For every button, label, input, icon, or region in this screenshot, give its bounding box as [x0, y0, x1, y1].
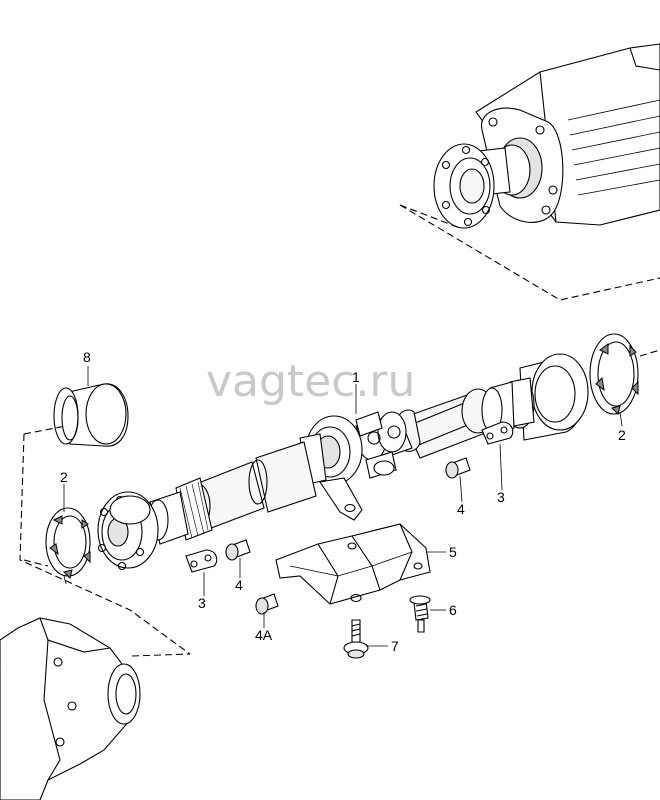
part-2-ring-left	[45, 507, 91, 579]
callout-4-left: 4	[235, 577, 243, 593]
callout-3-right: 3	[497, 489, 505, 505]
callout-5: 5	[449, 544, 457, 560]
callout-2-left: 2	[60, 469, 68, 485]
transmission-housing	[433, 43, 660, 229]
callout-1: 1	[352, 369, 360, 385]
propshaft-assembly	[97, 353, 589, 571]
part-7-screw	[343, 619, 369, 659]
part-6-clip	[409, 595, 431, 633]
part-4A-bolt	[255, 593, 279, 615]
callout-4-right: 4	[457, 501, 465, 517]
watermark-text: vagtec.ru	[206, 356, 415, 407]
part-3-clamp-right	[481, 421, 514, 445]
part-8-sleeve	[53, 383, 129, 447]
differential-housing	[0, 617, 141, 800]
callout-2-right: 2	[618, 427, 626, 443]
part-4-bolt-left	[225, 539, 251, 561]
callout-8: 8	[83, 349, 91, 365]
callout-4A: 4A	[255, 627, 273, 643]
part-5-heat-shield	[275, 523, 431, 605]
callout-6: 6	[449, 602, 457, 618]
callout-3-left: 3	[198, 595, 206, 611]
callout-7: 7	[391, 638, 399, 654]
part-4-bolt-right	[445, 457, 471, 479]
part-2-ring-right	[589, 333, 639, 415]
part-3-clamp-left	[185, 549, 218, 573]
